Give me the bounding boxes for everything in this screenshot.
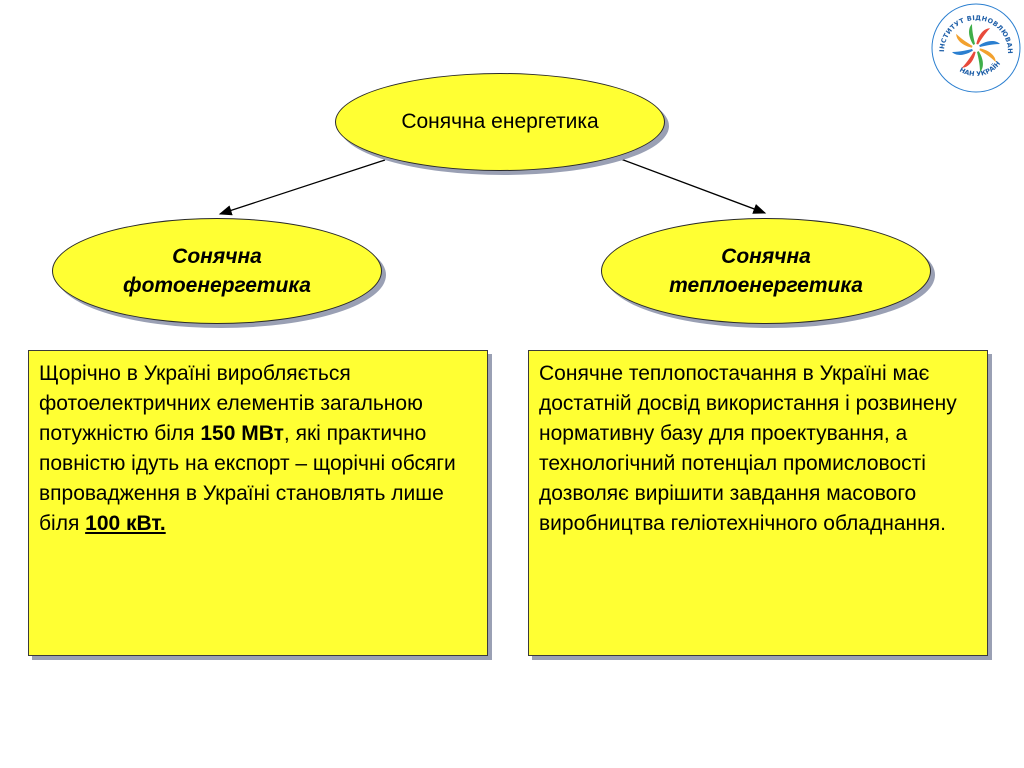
left-node-line1: Сонячна bbox=[172, 245, 262, 268]
left-box-text-1: Щорічно в Україні виробляється фотоелект… bbox=[39, 362, 423, 445]
left-box-text-2: , які практично повністю ідуть на експор… bbox=[39, 422, 456, 535]
root-node: Сонячна енергетика bbox=[335, 73, 665, 171]
logo-blade bbox=[956, 33, 976, 48]
left-node: Сонячна фотоенергетика bbox=[52, 218, 382, 324]
root-node-label: Сонячна енергетика bbox=[401, 110, 599, 133]
logo-blade bbox=[976, 48, 996, 63]
left-box-value-2: 100 кВт. bbox=[85, 512, 166, 535]
logo-blade bbox=[961, 48, 976, 68]
logo-blade bbox=[969, 24, 976, 48]
thermal-info-box: Сонячне теплопостачання в Україні має до… bbox=[528, 350, 988, 656]
right-node-line2: теплоенергетика bbox=[669, 274, 863, 297]
arrow-to-left-node bbox=[218, 159, 386, 216]
right-node-line1: Сонячна bbox=[721, 245, 811, 268]
logo-blade bbox=[976, 48, 983, 72]
photovoltaics-info-box: Щорічно в Україні виробляється фотоелект… bbox=[28, 350, 488, 656]
arrow-to-right-node bbox=[617, 157, 767, 214]
right-node: Сонячна теплоенергетика bbox=[601, 218, 931, 324]
left-node-line2: фотоенергетика bbox=[123, 274, 311, 297]
logo-blade bbox=[976, 28, 991, 48]
institute-logo-icon: ІНСТИТУТ ВІДНОВЛЮВАНОЇ ЕНЕРГЕТИКИ НАН УК… bbox=[930, 0, 1021, 93]
logo-blade bbox=[976, 41, 1000, 48]
left-box-value-1: 150 МВт bbox=[200, 422, 284, 445]
right-box-text: Сонячне теплопостачання в Україні має до… bbox=[539, 362, 957, 535]
logo-blade bbox=[952, 48, 976, 55]
